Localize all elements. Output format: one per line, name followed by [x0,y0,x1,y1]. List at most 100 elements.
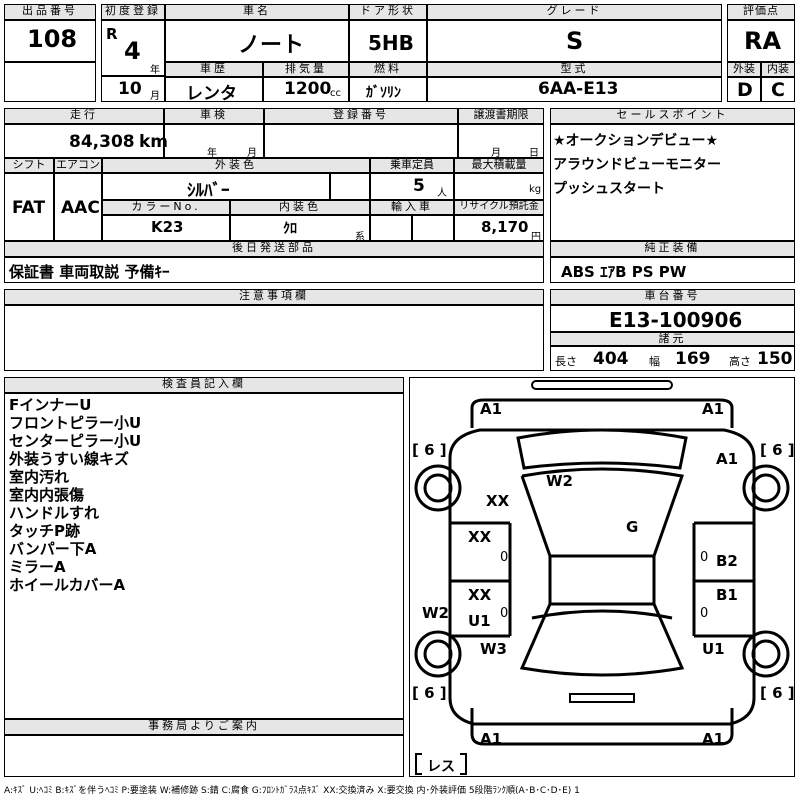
mileage: 84,308 [69,132,135,152]
model-label: 型式 [427,62,722,77]
inspector-item: ミラーA [9,558,66,576]
intcolor-label: 内装色 [230,200,370,215]
inspector-item: バンパー下A [9,540,97,558]
era: R [106,25,118,43]
color-extra-cell [330,173,370,200]
inspector-label: 検査員記入欄 [4,377,404,393]
displacement: 1200 [284,79,332,99]
inspector-item: ハンドルすれ [9,504,100,522]
length-label: 長さ [555,355,577,368]
mark-l-fender: XX [486,492,510,510]
disp-label: 排気量 [263,62,349,77]
import-cell-a [370,215,412,241]
insp-year-unit: 年 [207,148,217,159]
colorno-cell: K23 [102,215,230,241]
car-name: ノート [238,33,305,58]
year-unit: 年 [150,65,160,76]
car-diagram: A1 A1 [ 6 ] [ 6 ] A1 W2 XX G XX B2 0 0 X… [409,377,795,777]
grade: S [566,27,584,55]
regno-label: 登録番号 [264,108,458,124]
fuel-label: 燃料 [349,62,427,77]
regno-cell [264,124,458,158]
mark-zero: 0 [700,550,709,565]
mark-zero: 0 [700,606,709,621]
notes-cell [4,305,544,371]
import-label: 輸入車 [370,200,454,215]
length: 404 [593,349,629,369]
inspector-item: 外装うすい線キズ [9,450,130,468]
ext-label: 外装 [727,62,761,77]
mark-fl-bumper: A1 [480,400,503,418]
capacity-label: 乗車定員 [370,158,454,173]
mark-l-step: U1 [468,612,491,630]
mileage-unit: km [139,132,169,152]
chassis-cell: E13-100906 [550,305,795,332]
tire-rr: [ 6 ] [760,684,795,702]
mileage-label: 走行 [4,108,164,124]
grade-label: グレード [427,4,722,20]
ac-label: エアコン [54,158,102,173]
capacity-cell: 5 人 [370,173,454,200]
history-cell: レンタ [165,77,263,104]
name-label: 車名 [165,4,349,20]
recycle-cell: 8,170 円 [454,215,544,243]
int-label: 内装 [761,62,795,77]
shift-cell: FAT [4,173,54,241]
tire-rl: [ 6 ] [412,684,447,702]
score-label: 評価点 [727,4,795,20]
ext-grade: D [737,79,753,101]
tire-fl-value: 6 [424,441,435,459]
tire-rr-value: 6 [772,684,783,702]
recycle-fee: 8,170 [481,218,529,236]
intcolor-cell: ｸﾛ 系 [230,215,370,243]
door-cell: 5HB [349,20,427,62]
score: RA [744,27,782,55]
recycle-unit: 円 [531,232,541,243]
fuel: ｶﾞｿﾘﾝ [366,85,401,101]
color-no: K23 [151,218,184,236]
ext-cell: D [727,77,761,102]
equipment: ABS ｴｱB PS PW [561,263,687,281]
equipment-cell: ABS ｴｱB PS PW [550,257,795,283]
name-cell: ノート [165,20,349,62]
load-cell: kg [454,173,544,200]
mileage-cell: 84,308 km [4,124,168,158]
import-cell-b [412,215,454,241]
transfer-day-unit: 日 [529,148,539,159]
inspector-item: フロントピラー小U [9,414,142,432]
color-label: 外装色 [102,158,370,173]
sales-item: アラウンドビューモニター [553,157,721,173]
mark-zero: 0 [500,550,509,565]
chassis-number: E13-100906 [609,308,743,332]
capacity-unit: 人 [437,188,447,199]
ac-cell: AAC [54,173,102,241]
width: 169 [675,349,711,369]
reg-month: 10 [118,79,142,99]
mark-l-side: W2 [422,604,449,622]
chassis-label: 車台番号 [550,289,795,305]
mark-r-door-front: B2 [716,552,738,570]
transfer-cell: 月 日 [458,124,544,159]
int-grade: C [771,79,785,101]
sales-points: ★オークションデビュー★ アラウンドビューモニター プッシュスタート [550,124,795,241]
inspector-item: 室内内張傷 [9,486,85,504]
equipment-label: 純正装備 [550,241,795,257]
sales-label: セールスポイント [550,108,795,124]
mark-roof: G [626,518,639,536]
mark-fr-bumper: A1 [702,400,725,418]
lot-number: 108 [27,25,78,53]
inspector-item: センターピラー小U [9,432,142,450]
model-cell: 6AA-E13 [427,77,722,102]
shift-label: シフト [4,158,54,173]
inspector-item: ホイールカバーA [9,576,126,594]
load-label: 最大積載量 [454,158,544,173]
inspector-item: FインナーU [9,396,92,414]
inspector-item: タッチP跡 [9,522,80,540]
width-label: 幅 [649,355,660,368]
recycle-label: リサイクル預託金 [454,200,544,215]
history: レンタ [186,84,237,104]
reg-label: 初度登録 [101,4,165,20]
insp-month-unit: 月 [247,148,257,159]
height-label: 高さ [729,355,751,368]
shift: FAT [12,198,46,218]
